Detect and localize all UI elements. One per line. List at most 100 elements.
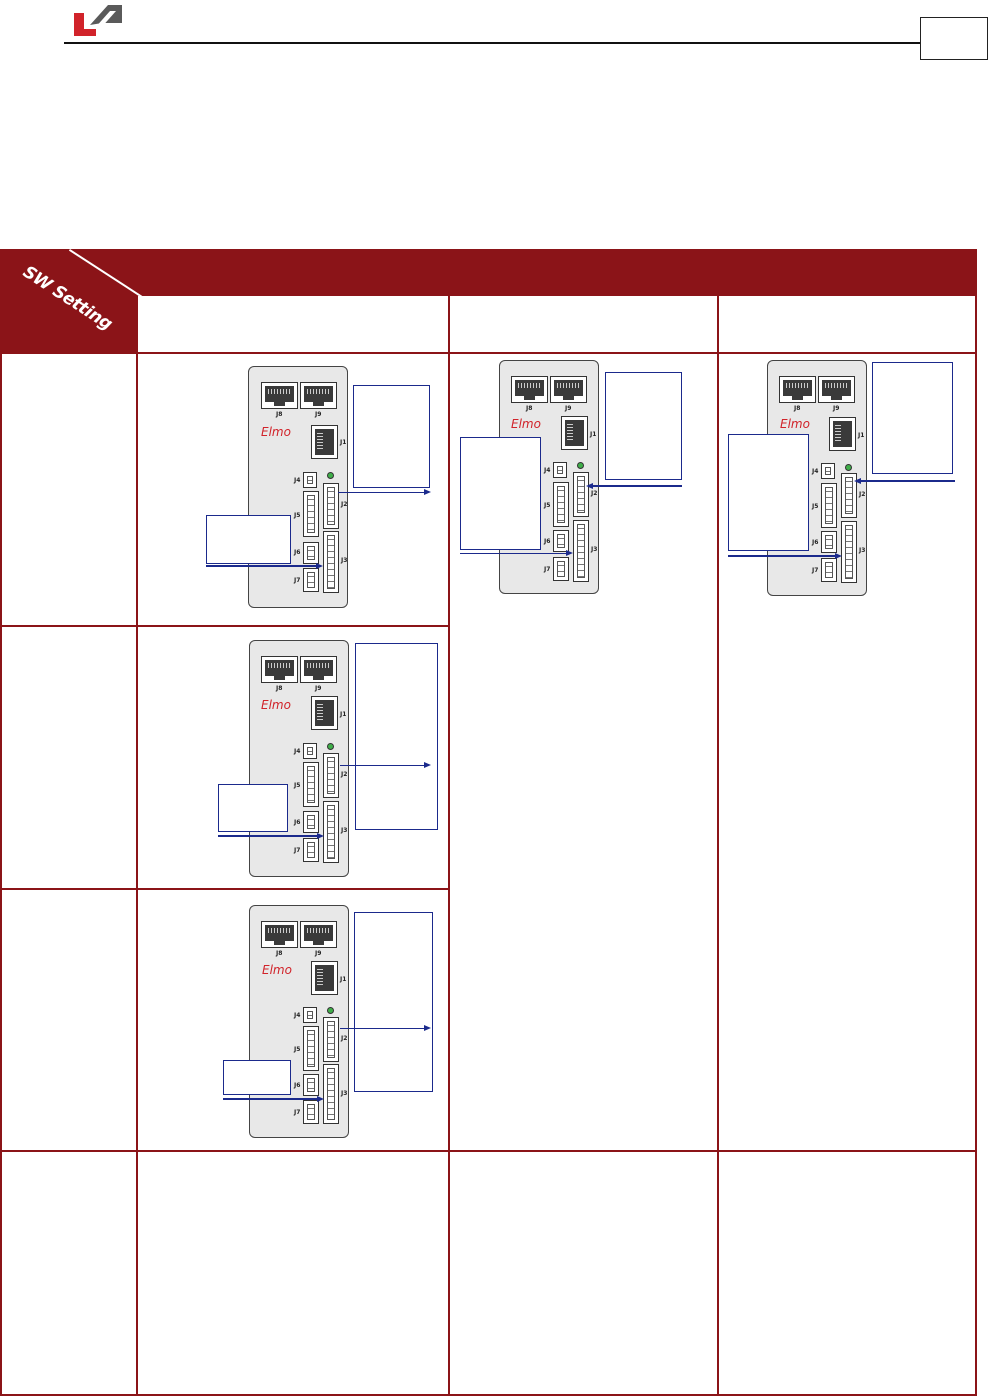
grid-line-h [0, 1150, 977, 1152]
arrow-right-icon [424, 762, 431, 768]
j1-port [311, 696, 338, 730]
j2-connector [323, 1017, 339, 1062]
j9-rj45-port [300, 656, 337, 683]
j3-label: J3 [341, 557, 348, 564]
j3-connector [323, 801, 339, 863]
j6-connector [303, 542, 319, 564]
callout-box [218, 784, 288, 832]
j6-connector [303, 1074, 319, 1096]
j9-label: J9 [565, 405, 572, 412]
callout-box [605, 372, 682, 480]
elmo-brand-label: Elmo [780, 417, 810, 431]
j7-label: J7 [294, 1109, 301, 1116]
j3-label: J3 [859, 547, 866, 554]
elmo-brand-label: Elmo [261, 698, 291, 712]
j3-label: J3 [591, 546, 598, 553]
j6-connector [821, 531, 837, 553]
j6-label: J6 [294, 549, 301, 556]
j5-connector [303, 762, 319, 807]
j9-rj45-port [300, 382, 337, 409]
j6-label: J6 [812, 539, 819, 546]
drive-board-diagram: J8 J9 Elmo J1 J4 J2 J5 J3 J6 J7 [249, 905, 349, 1138]
j4-label: J4 [812, 468, 819, 475]
arrow-right-icon [835, 553, 842, 559]
grid-line-v [0, 249, 2, 1396]
arrow-left-icon [854, 478, 861, 484]
j3-label: J3 [341, 827, 348, 834]
j1-port [561, 416, 588, 450]
j2-connector [323, 753, 339, 798]
j1-label: J1 [340, 439, 347, 446]
j6-label: J6 [294, 1082, 301, 1089]
callout-box [728, 434, 809, 551]
j1-port [311, 961, 338, 995]
elmo-logo-icon [74, 5, 122, 36]
j8-rj45-port [511, 376, 548, 403]
j4-label: J4 [294, 748, 301, 755]
j5-label: J5 [294, 512, 301, 519]
status-led [327, 472, 334, 479]
j5-label: J5 [294, 1046, 301, 1053]
callout-box [223, 1060, 291, 1095]
j4-connector [303, 1007, 317, 1023]
j2-connector [841, 473, 857, 518]
callout-box [872, 362, 953, 474]
j1-label: J1 [858, 432, 865, 439]
j4-connector [303, 743, 317, 759]
j7-label: J7 [294, 847, 301, 854]
j8-label: J8 [794, 405, 801, 412]
callout-wire [206, 565, 317, 567]
j1-label: J1 [590, 431, 597, 438]
drive-board-diagram: J8 J9 Elmo J1 J4 J2 J5 J3 J6 J7 [249, 640, 349, 877]
j7-connector [553, 557, 569, 581]
j9-label: J9 [833, 405, 840, 412]
grid-line-v [448, 296, 450, 1396]
j3-connector [841, 521, 857, 583]
j7-connector [303, 1100, 319, 1124]
arrow-right-icon [317, 833, 324, 839]
grid-line-v [975, 249, 977, 1396]
callout-wire [592, 485, 682, 487]
j8-rj45-port [261, 656, 298, 683]
j2-label: J2 [341, 1035, 348, 1042]
j8-label: J8 [276, 411, 283, 418]
j5-label: J5 [544, 502, 551, 509]
j8-label: J8 [276, 685, 283, 692]
j8-rj45-port [261, 382, 298, 409]
grid-line-h [0, 1394, 977, 1396]
j6-connector [303, 811, 319, 833]
j1-label: J1 [340, 976, 347, 983]
arrow-left-icon [586, 483, 593, 489]
grid-line-h [0, 625, 449, 627]
grid-line-h [0, 888, 449, 890]
j3-connector [573, 520, 589, 582]
table-header-band [0, 249, 977, 296]
j2-label: J2 [859, 491, 866, 498]
arrow-right-icon [424, 1025, 431, 1031]
j9-rj45-port [550, 376, 587, 403]
j8-rj45-port [779, 376, 816, 403]
j7-connector [303, 838, 319, 862]
j2-label: J2 [341, 501, 348, 508]
callout-wire [338, 492, 424, 493]
j2-connector [573, 472, 589, 517]
j6-label: J6 [294, 819, 301, 826]
j2-label: J2 [591, 490, 598, 497]
j5-label: J5 [812, 503, 819, 510]
elmo-brand-label: Elmo [511, 417, 541, 431]
j8-rj45-port [261, 921, 298, 948]
callout-box [353, 385, 430, 488]
j1-label: J1 [340, 711, 347, 718]
j4-connector [821, 463, 835, 479]
j8-label: J8 [526, 405, 533, 412]
j4-label: J4 [294, 477, 301, 484]
grid-line-h [0, 352, 977, 354]
callout-wire [223, 1098, 318, 1100]
callout-box [354, 912, 433, 1092]
callout-wire [340, 1028, 425, 1029]
j7-label: J7 [812, 567, 819, 574]
j8-label: J8 [276, 950, 283, 957]
j7-label: J7 [544, 566, 551, 573]
j3-connector [323, 531, 339, 593]
j4-connector [553, 462, 567, 478]
